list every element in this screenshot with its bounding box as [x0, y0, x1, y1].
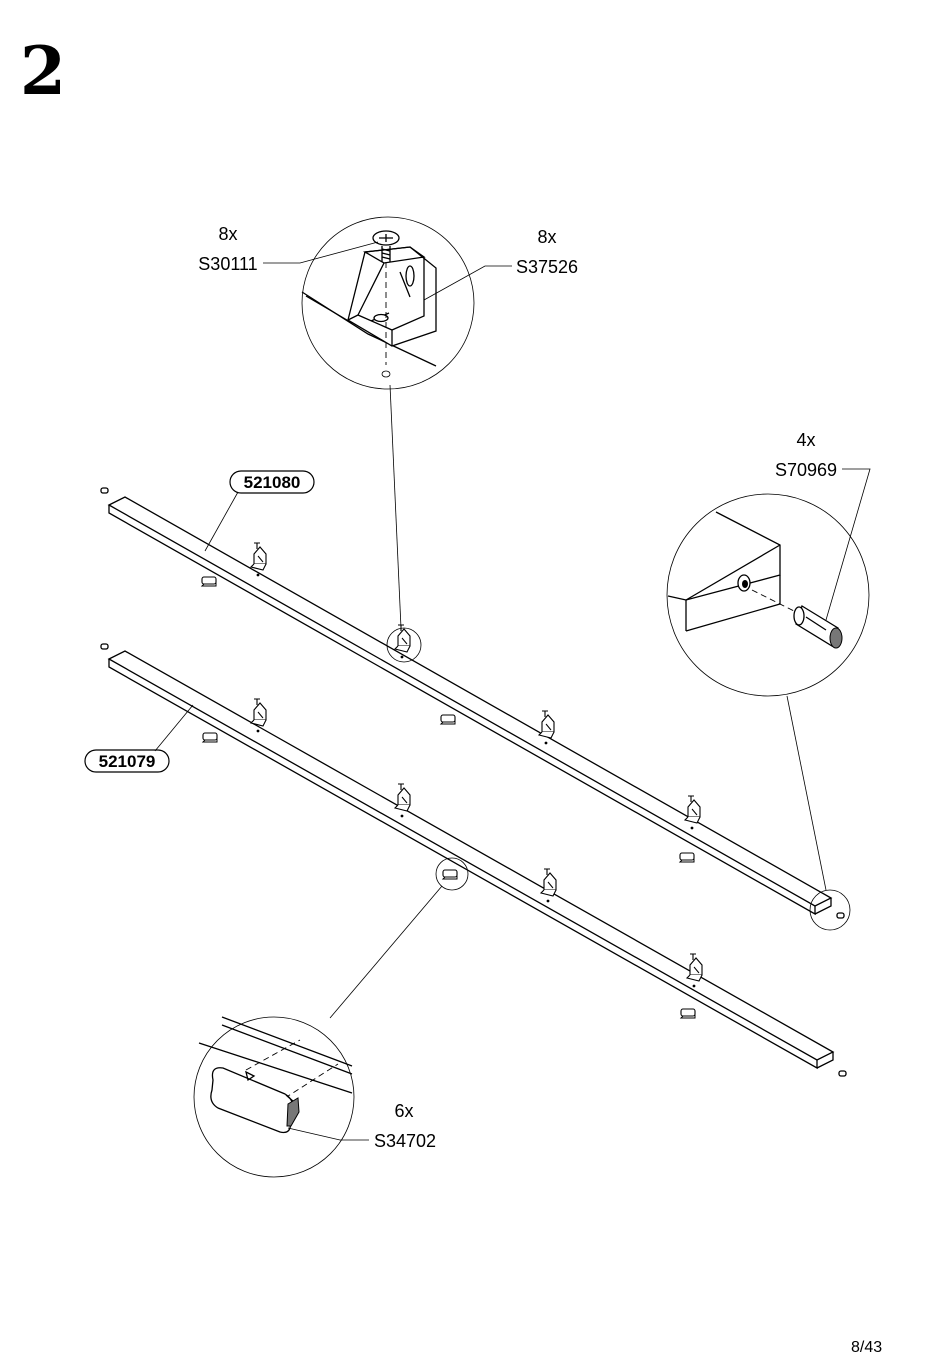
leader-cam — [287, 1127, 369, 1141]
bracket-lower-2 — [394, 783, 411, 818]
panel-upper-code: 521080 — [244, 473, 301, 492]
bracket-upper-4 — [684, 795, 701, 830]
leader-screw — [263, 241, 379, 264]
panel-upper — [100, 487, 845, 919]
detail-dowel — [666, 493, 870, 697]
cam-code: S34702 — [374, 1131, 436, 1151]
connector-bracket — [389, 384, 402, 629]
cam-lower-3 — [680, 1008, 696, 1019]
connector-cam — [329, 885, 443, 1019]
bracket-upper-1 — [250, 542, 267, 577]
highlight-circle-bracket — [386, 627, 422, 663]
panel-lower-code: 521079 — [99, 752, 156, 771]
screw-qty: 8x — [218, 224, 237, 244]
cam-lower-2 — [442, 869, 458, 880]
bracket-lower-3 — [540, 868, 557, 903]
cam-upper-2 — [440, 714, 456, 725]
screw-code: S30111 — [198, 254, 257, 274]
page-number: 8/43 — [851, 1339, 883, 1356]
step-number: 2 — [20, 32, 66, 110]
connector-dowel — [786, 695, 827, 891]
highlight-circle-cam — [435, 857, 469, 891]
pill-upper: 521080 — [229, 470, 315, 494]
cam-upper-3 — [679, 852, 695, 863]
pill-lower: 521079 — [84, 749, 170, 773]
dowel-code: S70969 — [775, 460, 837, 480]
bracket-lower-1 — [250, 698, 267, 733]
dowel-qty: 4x — [796, 430, 815, 450]
bracket-qty: 8x — [537, 227, 556, 247]
bracket-code: S37526 — [516, 257, 578, 277]
leader-bracket — [423, 265, 512, 301]
leader-dowel — [825, 468, 871, 621]
cam-qty: 6x — [394, 1101, 413, 1121]
highlight-circle-dowel — [809, 889, 851, 931]
leader-panel-lower — [154, 704, 194, 752]
detail-cam — [193, 1016, 355, 1178]
leader-panel-upper — [204, 491, 239, 552]
panel-lower — [100, 643, 847, 1077]
detail-bracket-screw — [301, 216, 475, 390]
bracket-upper-2 — [394, 624, 411, 659]
cam-lower-1 — [202, 732, 218, 743]
cam-upper-1 — [201, 576, 217, 587]
